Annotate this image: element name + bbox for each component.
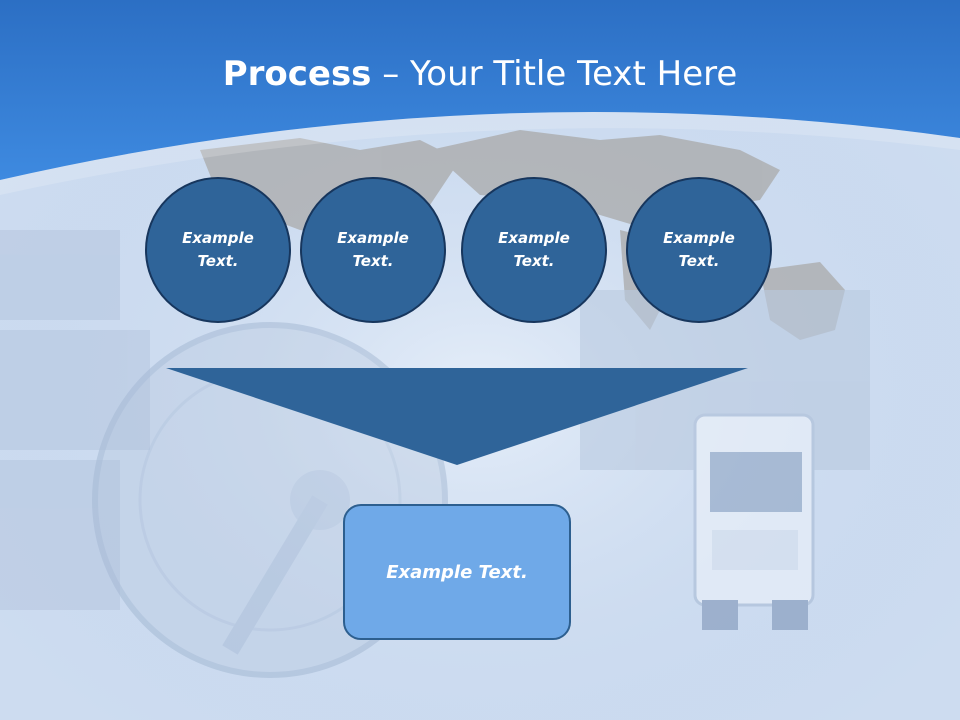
title-bold: Process — [222, 54, 372, 94]
header-band — [0, 0, 960, 180]
slide-title: Process – Your Title Text Here — [0, 52, 960, 96]
result-box[interactable]: Example Text. — [343, 504, 571, 640]
step-1-line-2: Text. — [197, 252, 239, 270]
step-3-line-2: Text. — [513, 252, 555, 270]
title-rest: – Your Title Text Here — [371, 54, 738, 94]
step-3-line-1: Example — [498, 229, 570, 247]
step-4-line-2: Text. — [678, 252, 720, 270]
containers-graphic — [0, 230, 150, 610]
result-label: Example Text. — [386, 561, 528, 583]
step-1-line-1: Example — [182, 229, 254, 247]
step-2-line-2: Text. — [352, 252, 394, 270]
step-2-line-1: Example — [337, 229, 409, 247]
step-4-line-1: Example — [663, 229, 735, 247]
